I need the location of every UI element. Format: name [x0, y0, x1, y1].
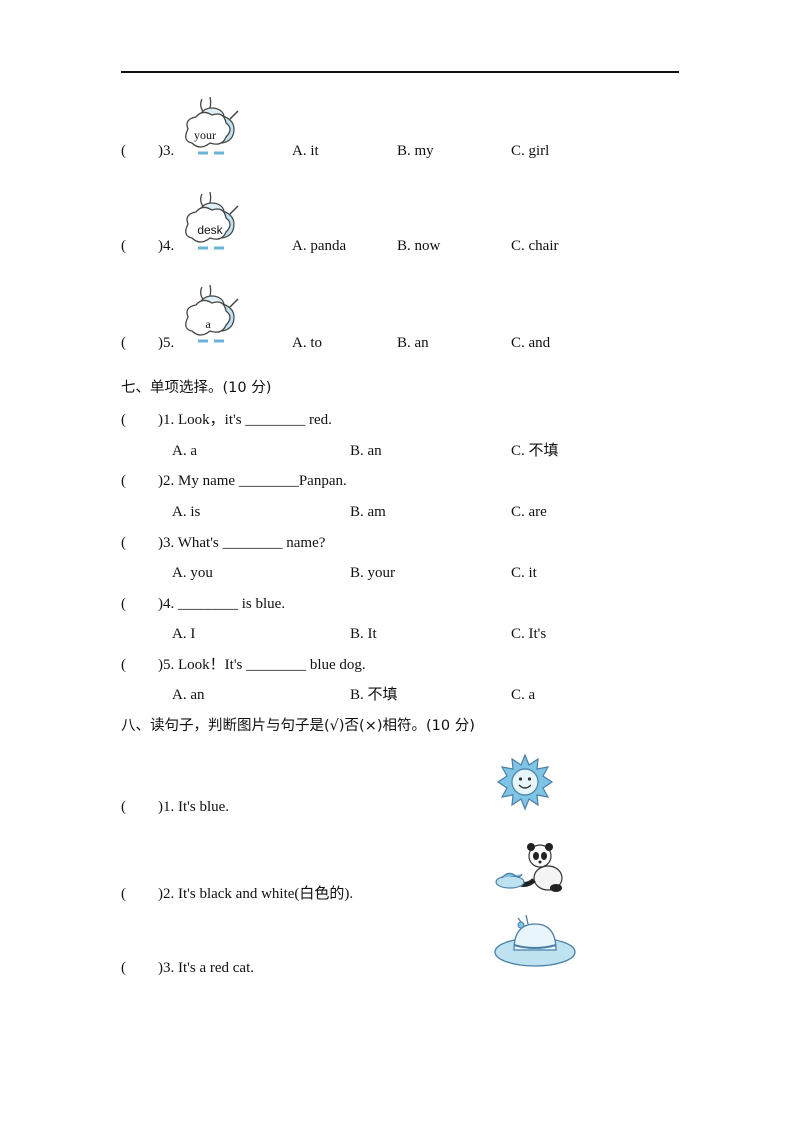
option-b: B. now — [397, 238, 441, 254]
answer-paren: ( — [121, 886, 126, 902]
judge-sentence: )2. It's black and white(白色的). — [158, 886, 354, 902]
option-a: A. it — [292, 143, 319, 159]
option-a: A. an — [172, 687, 205, 703]
question-stem: )1. Look，it's ________ red. — [158, 412, 332, 428]
answer-paren: ( — [121, 657, 126, 673]
option-b: B. 不填 — [350, 687, 398, 703]
rabbit-cloud-picture: desk — [180, 190, 246, 261]
answer-paren: ( — [121, 412, 126, 428]
answer-paren: ( — [121, 799, 126, 815]
rabbit-cloud-picture: a — [180, 283, 246, 354]
question-stem: )2. My name ________Panpan. — [158, 473, 347, 489]
answer-paren: ( — [121, 238, 126, 254]
answer-paren: ( — [121, 335, 126, 351]
item-number: )4. — [158, 238, 175, 254]
answer-paren: ( — [121, 535, 126, 551]
judge-sentence: )1. It's blue. — [158, 799, 230, 815]
answer-paren: ( — [121, 960, 126, 976]
option-a: A. you — [172, 565, 213, 581]
question-stem: )3. What's ________ name? — [158, 535, 326, 551]
option-c: C. are — [511, 504, 547, 520]
option-c: C. it — [511, 565, 537, 581]
section-7-title: 七、单项选择。(10 分) — [121, 380, 272, 396]
option-c: C. 不填 — [511, 443, 559, 459]
hat-picture — [492, 912, 578, 975]
option-a: A. I — [172, 626, 196, 642]
option-c: C. It's — [511, 626, 547, 642]
option-b: B. my — [397, 143, 434, 159]
option-b: B. an — [350, 443, 382, 459]
sun-picture — [496, 753, 554, 816]
option-c: C. chair — [511, 238, 559, 254]
option-a: A. to — [292, 335, 322, 351]
option-b: B. It — [350, 626, 377, 642]
panda-picture — [494, 840, 566, 901]
item-number: )5. — [158, 335, 175, 351]
option-a: A. panda — [292, 238, 347, 254]
cloud-word: a — [205, 317, 211, 331]
answer-paren: ( — [121, 473, 126, 489]
rabbit-cloud-picture: your — [180, 95, 246, 166]
option-c: C. and — [511, 335, 551, 351]
answer-paren: ( — [121, 143, 126, 159]
question-stem: )5. Look！It's ________ blue dog. — [158, 657, 366, 673]
option-a: A. is — [172, 504, 201, 520]
cloud-word: your — [194, 128, 216, 142]
cloud-word: desk — [197, 223, 223, 237]
judge-sentence: )3. It's a red cat. — [158, 960, 254, 976]
option-b: B. your — [350, 565, 395, 581]
question-stem: )4. ________ is blue. — [158, 596, 286, 612]
option-b: B. am — [350, 504, 386, 520]
item-number: )3. — [158, 143, 175, 159]
option-b: B. an — [397, 335, 429, 351]
answer-paren: ( — [121, 596, 126, 612]
top-rule — [121, 71, 679, 73]
option-c: C. a — [511, 687, 536, 703]
section-8-title: 八、读句子，判断图片与句子是(√)否(×)相符。(10 分) — [121, 718, 475, 734]
option-c: C. girl — [511, 143, 550, 159]
option-a: A. a — [172, 443, 197, 459]
